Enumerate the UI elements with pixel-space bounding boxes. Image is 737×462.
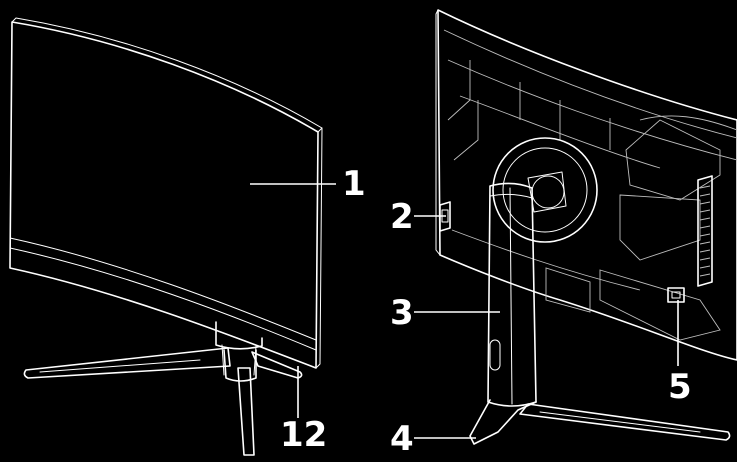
front-stand-leg-right — [251, 351, 303, 379]
front-stand-leg-rear — [237, 367, 255, 456]
rear-stand-base — [469, 399, 537, 445]
front-stand-neck — [215, 321, 263, 350]
monitor-rear-view — [435, 9, 737, 445]
monitor-screen-outline — [9, 21, 319, 369]
callout-5: 5 — [668, 367, 692, 407]
rear-vesa-ring — [492, 137, 598, 243]
rear-port — [667, 287, 685, 303]
callout-3: 3 — [390, 293, 414, 333]
front-stand-leg-left — [23, 347, 231, 379]
monitor-rear-shell — [437, 9, 737, 361]
callout-2: 2 — [390, 197, 414, 237]
callout-1: 1 — [342, 164, 366, 204]
monitor-bottom-bezel — [9, 237, 317, 341]
monitor-front-view — [9, 17, 323, 456]
rear-vent-grille — [697, 175, 713, 287]
callout-4: 4 — [390, 419, 414, 459]
rear-stand-leg-right — [519, 403, 731, 441]
rear-control-button — [439, 201, 451, 232]
callout-12: 12 — [280, 415, 327, 455]
